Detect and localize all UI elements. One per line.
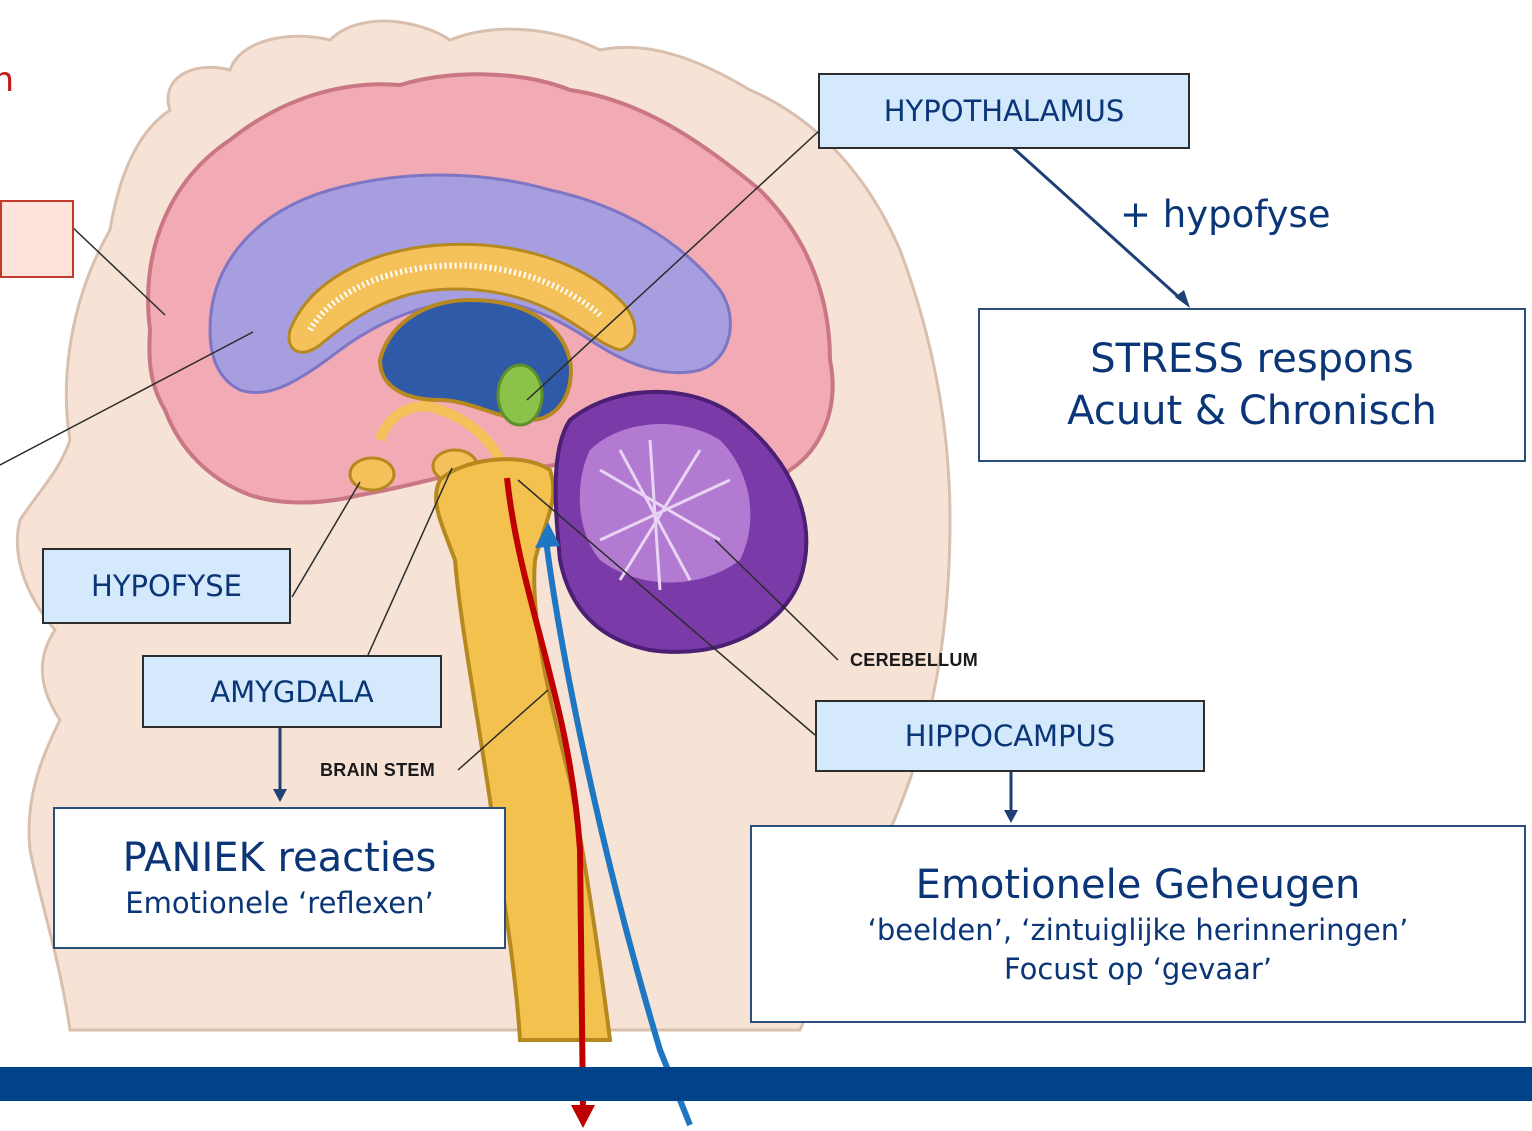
cerebellum-caption: CEREBELLUM xyxy=(850,650,978,671)
brain-stem-caption: BRAIN STEM xyxy=(320,760,435,781)
hippocampus-label: HIPPOCAMPUS xyxy=(815,700,1205,772)
cut-off-pink-box xyxy=(0,200,74,278)
emotional-memory-box: Emotionele Geheugen ‘beelden’, ‘zintuigl… xyxy=(750,825,1526,1023)
paniek-box: PANIEK reacties Emotionele ‘reflexen’ xyxy=(53,807,506,949)
footer-bar xyxy=(0,1067,1532,1101)
hypothalamus-structure xyxy=(498,365,542,425)
cut-off-red-text: n xyxy=(0,60,14,102)
hypofyse-label: HYPOFYSE xyxy=(42,548,291,624)
hypothalamus-label: HYPOTHALAMUS xyxy=(818,73,1190,149)
pituitary-structure xyxy=(350,458,394,490)
amygdala-label: AMYGDALA xyxy=(142,655,442,728)
plus-hypofyse-text: + hypofyse xyxy=(1120,193,1331,236)
stress-response-box: STRESS respons Acuut & Chronisch xyxy=(978,308,1526,462)
